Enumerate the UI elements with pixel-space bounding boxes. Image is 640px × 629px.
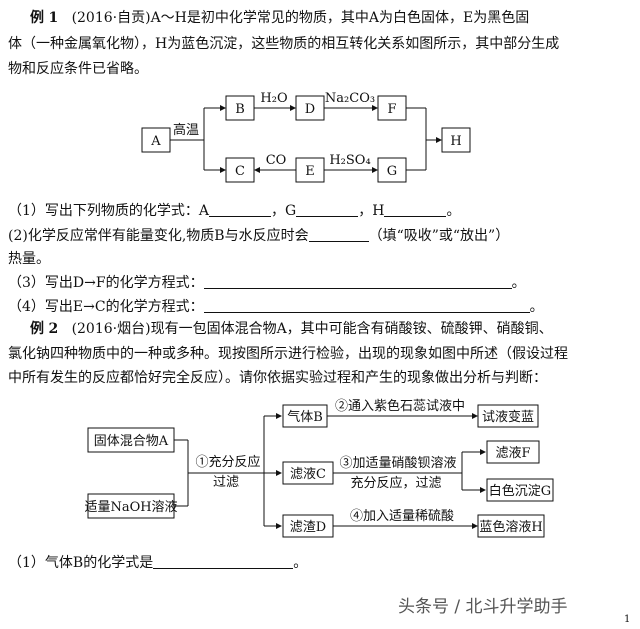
watermark: 头条号 / 北斗升学助手 (398, 597, 568, 617)
answer-blank-g[interactable] (296, 202, 359, 217)
ex2-number: 2 (48, 321, 59, 337)
label-residue-d: 滤渣D (290, 520, 326, 535)
ex2-label: 例 (30, 321, 44, 337)
answer-blank-d-f[interactable] (203, 274, 512, 289)
ex1-q1-g: ，G (271, 203, 297, 219)
label-react1: ①充分反应 (195, 454, 260, 470)
ex1-line2: 体（一种金属氧化物），H为蓝色沉淀，这些物质的相互转化关系如图所示，其中部分生成 (8, 36, 560, 52)
ex1-text1: (2016·自贡)A～H是初中化学常见的物质，其中A为白色固体，E为黑色固 (71, 10, 530, 26)
ex2-line2: 氯化钠四种物质中的一种或多种。现按图所示进行检验，出现的现象如图中所述（假设过程 (8, 346, 568, 362)
box-b (225, 95, 255, 121)
label-b: B (235, 102, 245, 117)
ex2-text1: (2016·烟台)现有一包固体混合物A，其中可能含有硝酸铵、硫酸钾、硝酸铜、 (71, 321, 553, 337)
ex1-q4-prefix: （4）写出E→C的化学方程式： (8, 299, 204, 315)
answer-blank-e-c[interactable] (203, 298, 530, 313)
ex1-label: 例 (30, 10, 44, 26)
label-gas-b: 气体B (287, 409, 323, 425)
box-a (141, 127, 171, 153)
label-h: H (450, 134, 461, 149)
ex2-q1-prefix: （1）气体B的化学式是 (8, 555, 154, 571)
label-c: C (235, 164, 245, 179)
box-d (295, 95, 325, 121)
label-blue-h: 蓝色溶液H (479, 519, 542, 535)
box-h (441, 127, 471, 153)
label-filter1: 过滤 (213, 475, 239, 490)
ex1-q3-prefix: （3）写出D→F的化学方程式： (8, 275, 204, 291)
label-e: E (305, 164, 315, 179)
ex1-q1-h: ，H (358, 203, 385, 219)
label-filtrate-f: 滤液F (495, 446, 530, 461)
box-naoh (87, 493, 175, 519)
ex1-line3: 物和反应条件已省略。 (8, 61, 148, 77)
label-white-g: 白色沉淀G (489, 483, 551, 499)
box-filtrate-f (486, 440, 540, 464)
ex2-line1: 例 2 (2016·烟台)现有一包固体混合物A，其中可能含有硝酸铵、硫酸钾、硝酸… (30, 319, 553, 339)
ex1-q2-prefix: (2)化学反应常伴有能量变化,物质B与水反应时会 (8, 228, 309, 244)
answer-blank-gas-b[interactable] (153, 554, 294, 569)
ex2-q1: （1）气体B的化学式是 。 (8, 553, 307, 573)
box-white-g (486, 478, 554, 502)
label-naoh: 适量NaOH溶液 (84, 500, 177, 515)
label-g: G (387, 164, 397, 179)
label-turn-blue: 试液变蓝 (482, 409, 534, 425)
box-c (225, 157, 255, 183)
ex1-q1-end: 。 (446, 203, 461, 219)
label-step3: ③加适量硝酸钡溶液 (339, 456, 456, 471)
ex1-q2-cont: 热量。 (8, 251, 50, 267)
label-h2o: H₂O (260, 91, 287, 106)
label-h2so4: H₂SO₄ (329, 153, 370, 168)
ex1-q1: （1）写出下列物质的化学式：A ，G ，H 。 (8, 201, 460, 221)
label-gaowen: 高温 (173, 122, 199, 138)
answer-blank-a[interactable] (209, 202, 272, 217)
label-filtrate-c: 滤液C (290, 467, 326, 482)
ex1-q3-end: 。 (511, 275, 526, 291)
ex1-line1: 例 1 (2016·自贡)A～H是初中化学常见的物质，其中A为白色固体，E为黑色… (30, 8, 529, 28)
label-a: A (150, 134, 161, 149)
ex1-q2: (2)化学反应常伴有能量变化,物质B与水反应时会 （填“吸收”或“放出”） (8, 226, 509, 246)
label-co: CO (266, 153, 287, 168)
page-number: 1 (624, 614, 631, 625)
ex2-line3: 中所有发生的反应都恰好完全反应）。请你依据实验过程和产生的现象做出分析与判断： (8, 370, 547, 386)
box-turn-blue (477, 404, 539, 428)
ex2-q1-end: 。 (293, 555, 308, 571)
label-step4: ④加入适量稀硫酸 (350, 509, 454, 524)
ex1-q3: （3）写出D→F的化学方程式： 。 (8, 273, 526, 293)
answer-blank-h[interactable] (384, 202, 447, 217)
ex1-q1-prefix: （1）写出下列物质的化学式：A (8, 203, 210, 219)
label-solid-a: 固体混合物A (94, 434, 169, 449)
answer-blank-energy[interactable] (308, 227, 369, 242)
label-step2: ②通入紫色石蕊试液中 (335, 398, 465, 414)
ex1-number: 1 (48, 10, 59, 26)
box-blue-h (477, 514, 545, 538)
label-step3b: 充分反应，过滤 (350, 475, 441, 491)
label-f: F (387, 102, 396, 117)
label-d: D (305, 102, 315, 117)
label-na2co3: Na₂CO₃ (325, 91, 375, 106)
ex1-q2-suffix: （填“吸收”或“放出”） (368, 228, 510, 244)
ex1-q4-end: 。 (529, 299, 544, 315)
ex1-q4: （4）写出E→C的化学方程式： 。 (8, 297, 544, 317)
box-solid-a (87, 427, 175, 453)
